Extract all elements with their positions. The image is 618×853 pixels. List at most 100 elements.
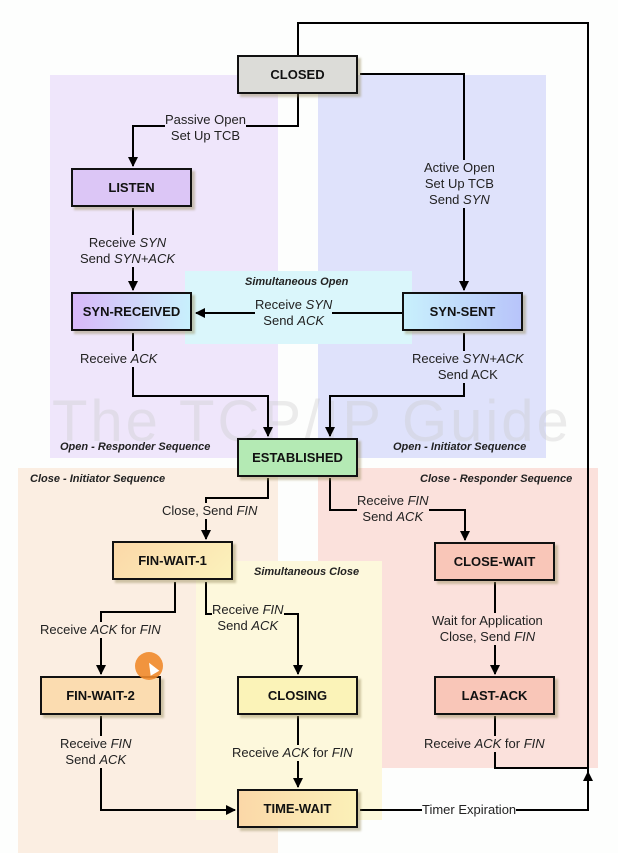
label-italic: ACK — [130, 351, 158, 366]
label-line: Receive ACK for FIN — [232, 745, 353, 761]
label-established-to-finwait1: Close, Send FIN — [162, 503, 258, 519]
label-text: Close, Send — [439, 629, 515, 644]
label-line: Send SYN — [424, 192, 495, 208]
state-closed[interactable]: CLOSED — [237, 55, 358, 94]
synrcvd-to-established-line — [132, 333, 273, 437]
label-synsent-to-established: Receive SYN+ACK Send ACK — [412, 351, 524, 383]
label-italic: ACK — [90, 622, 118, 637]
label-line: Send ACK — [357, 509, 429, 525]
label-italic: ACK — [297, 313, 325, 328]
label-synrcvd-to-established: Receive ACK — [80, 351, 158, 367]
label-line: Receive ACK for FIN — [40, 622, 161, 638]
label-italic: FIN — [331, 745, 353, 760]
label-text: for — [117, 622, 140, 637]
label-finwait1-to-closing: Receive FIN Send ACK — [212, 602, 284, 634]
label-simultaneous-open: Simultaneous Open — [245, 276, 349, 288]
state-syn-received[interactable]: SYN-RECEIVED — [71, 292, 192, 331]
label-listen-to-synrcvd: Receive SYN Send SYN+ACK — [80, 235, 176, 267]
state-listen[interactable]: LISTEN — [71, 168, 192, 207]
label-italic: ACK — [396, 509, 424, 524]
state-closing[interactable]: CLOSING — [237, 676, 358, 715]
label-text: for — [501, 736, 524, 751]
label-text: for — [309, 745, 332, 760]
label-italic: SYN — [463, 192, 490, 207]
label-italic: SYN+ACK — [462, 351, 524, 366]
label-line: Close, Send FIN — [162, 503, 257, 519]
state-last-ack[interactable]: LAST-ACK — [434, 676, 555, 715]
open-initiator-region — [318, 75, 546, 458]
label-timer-expiration: Timer Expiration — [422, 802, 517, 818]
lastack-to-closed-line — [494, 716, 588, 769]
return-to-closed-line — [293, 22, 589, 772]
label-line: Close, Send FIN — [432, 629, 543, 645]
label-line: Receive FIN — [212, 602, 284, 618]
label-line: Receive SYN+ACK — [412, 351, 524, 367]
label-text: Send — [217, 618, 252, 633]
label-text: Receive — [60, 736, 111, 751]
label-closing-to-timewait: Receive ACK for FIN — [232, 745, 353, 761]
label-line: Wait for Application — [432, 613, 543, 628]
label-line: Receive SYN — [80, 235, 175, 251]
label-close-initiator: Close - Initiator Sequence — [30, 473, 166, 485]
label-simultaneous-open-transition: Receive SYN Send ACK — [255, 297, 333, 329]
label-line: Receive FIN — [60, 736, 132, 752]
label-italic: FIN — [110, 736, 132, 751]
label-line: Send SYN+ACK — [80, 251, 175, 267]
label-line: Receive FIN — [357, 493, 429, 509]
label-italic: ACK — [474, 736, 502, 751]
label-text: Receive — [232, 745, 283, 760]
label-text: Send — [80, 251, 114, 266]
label-line: Passive Open — [165, 112, 246, 127]
state-fin-wait-1[interactable]: FIN-WAIT-1 — [112, 541, 233, 580]
label-active-open: Active Open Set Up TCB Send SYN — [424, 160, 495, 208]
state-close-wait[interactable]: CLOSE-WAIT — [434, 542, 555, 581]
label-italic: FIN — [236, 503, 258, 518]
label-italic: FIN — [514, 629, 536, 644]
label-italic: ACK — [99, 752, 127, 767]
label-italic: SYN — [139, 235, 167, 250]
label-line: Set Up TCB — [424, 176, 494, 191]
label-line: Send ACK — [255, 313, 332, 329]
state-established[interactable]: ESTABLISHED — [237, 438, 358, 477]
label-text: Receive — [357, 493, 408, 508]
label-text: Close, Send — [162, 503, 237, 518]
label-text: Send — [429, 192, 464, 207]
label-line: Receive SYN — [255, 297, 332, 313]
synsent-to-established-line — [325, 333, 465, 437]
label-text: Receive — [88, 235, 140, 250]
state-fin-wait-2[interactable]: FIN-WAIT-2 — [40, 676, 161, 715]
label-finwait1-to-finwait2: Receive ACK for FIN — [40, 622, 161, 638]
label-text: Receive — [212, 602, 263, 617]
label-text: Receive — [80, 351, 131, 366]
label-passive-open: Passive Open Set Up TCB — [165, 112, 246, 144]
label-italic: ACK — [282, 745, 310, 760]
label-italic: FIN — [139, 622, 161, 637]
label-line: Active Open — [424, 160, 495, 175]
label-closewait-to-lastack: Wait for Application Close, Send FIN — [432, 613, 543, 645]
label-italic: FIN — [407, 493, 429, 508]
label-text: Receive — [40, 622, 91, 637]
label-open-initiator: Open - Initiator Sequence — [393, 441, 527, 453]
label-italic: ACK — [251, 618, 279, 633]
label-italic: FIN — [523, 736, 545, 751]
label-text: Receive — [412, 351, 463, 366]
label-text: Send — [65, 752, 100, 767]
label-line: Send ACK — [212, 618, 284, 634]
label-italic: SYN — [305, 297, 333, 312]
cursor-highlight — [135, 652, 163, 680]
label-established-to-closewait: Receive FIN Send ACK — [357, 493, 429, 525]
label-line: Send ACK — [437, 367, 498, 382]
state-syn-sent[interactable]: SYN-SENT — [402, 292, 523, 331]
label-line: Set Up TCB — [170, 128, 241, 143]
label-line: Send ACK — [60, 752, 132, 768]
label-text: Receive — [255, 297, 306, 312]
label-open-responder: Open - Responder Sequence — [60, 441, 211, 453]
state-time-wait[interactable]: TIME-WAIT — [237, 789, 358, 828]
active-open-line — [360, 73, 469, 291]
label-close-responder: Close - Responder Sequence — [420, 473, 573, 485]
label-lastack-to-closed: Receive ACK for FIN — [424, 736, 545, 752]
label-text: Receive — [424, 736, 475, 751]
label-italic: FIN — [262, 602, 284, 617]
label-simultaneous-close: Simultaneous Close — [254, 566, 360, 578]
